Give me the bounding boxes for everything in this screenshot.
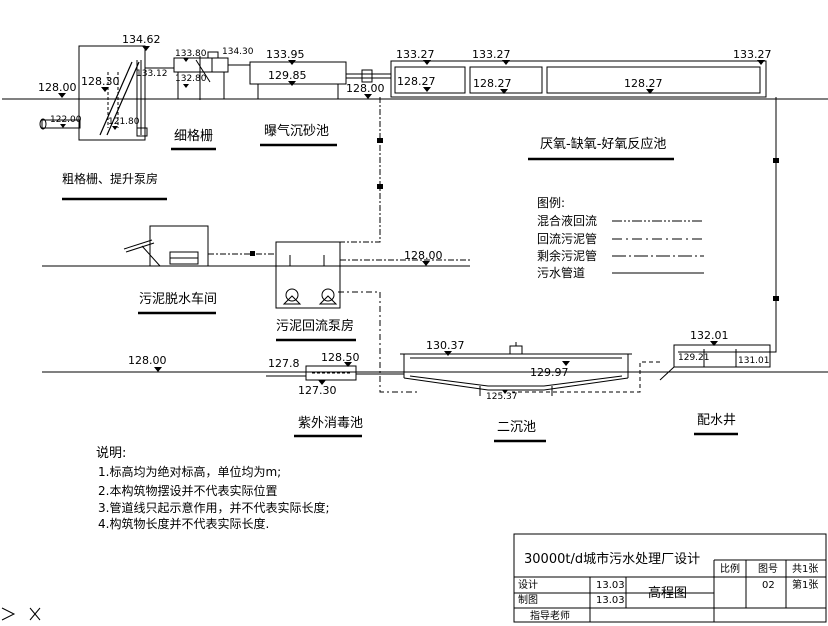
ucs-axis-icon [1, 607, 41, 621]
coarse-screen-pump-house [39, 45, 158, 141]
note-1: 1.标高均为绝对标高，单位均为m; [98, 464, 281, 479]
note-3: 3.管道线只起示意作用，并不代表实际长度; [98, 500, 330, 515]
fine-screen [158, 51, 250, 100]
title-advisor: 指导老师 [530, 609, 570, 622]
legend-item-mixed: 混合液回流 [537, 213, 597, 228]
elev-fine-out: 134.30 [222, 47, 254, 57]
pipelines [208, 97, 777, 393]
elev-grit-top: 133.95 [266, 48, 305, 61]
label-pump: 污泥回流泵房 [276, 318, 354, 334]
elev-fine-in: 133.80 [175, 49, 207, 59]
title-drawing-name: 高程图 [648, 585, 687, 601]
elev-aao-w3: 128.27 [624, 77, 663, 90]
legend-item-excess: 剩余污泥管 [537, 248, 597, 263]
elev-aao-top-c: 133.27 [733, 48, 772, 61]
elev-markers-clar [444, 351, 570, 394]
title-sheet-no: 图号 [758, 563, 778, 575]
legend-item-sewage: 污水管道 [537, 265, 585, 280]
label-aao: 厌氧-缺氧-好氧反应池 [540, 136, 666, 152]
title-number: 02 [762, 580, 775, 591]
sludge-return-pump-house [275, 241, 341, 309]
elev-coarse-pit: 121.80 [108, 117, 140, 127]
sludge-dewatering-room [123, 225, 209, 267]
title-design: 设计 [518, 578, 538, 591]
legend-title: 图例: [537, 196, 565, 210]
elev-fine-bottom: 132.80 [175, 74, 207, 84]
elev-markers-aao [423, 60, 765, 94]
label-clarifier: 二沉池 [497, 420, 536, 435]
label-fine: 细格栅 [174, 128, 213, 144]
pipe-joints [250, 138, 779, 301]
elev-markers-grit [288, 60, 372, 99]
elev-markers-coarse [58, 46, 150, 130]
elev-aao-top-a: 133.27 [396, 48, 435, 61]
elev-dist-top: 132.01 [690, 329, 729, 342]
elev-aao-w1: 128.27 [397, 75, 436, 88]
elev-uv-bottom: 127.30 [298, 384, 337, 397]
label-uv: 紫外消毒池 [298, 416, 363, 431]
elev-clar-top: 130.37 [426, 339, 465, 352]
notes-title: 说明: [96, 446, 126, 461]
title-block [513, 533, 827, 623]
legend-line-samples [612, 220, 704, 274]
title-date1: 13.03 [596, 580, 625, 591]
elev-coarse-out: 133.12 [136, 69, 168, 79]
secondary-clarifier [400, 342, 632, 396]
distribution-well [659, 344, 771, 381]
elev-clar-bottom: 125.37 [486, 392, 518, 402]
elev-coarse-ground: 128.00 [38, 81, 77, 94]
elev-uv-ground: 128.00 [128, 354, 167, 367]
elev-aao-top-b: 133.27 [472, 48, 511, 61]
a2o-reactor [390, 60, 767, 98]
elev-grit-ground: 128.00 [346, 82, 385, 95]
label-grit: 曝气沉砂池 [264, 123, 329, 139]
title-scale: 比例 [720, 562, 740, 575]
legend-item-return: 回流污泥管 [537, 231, 597, 246]
note-4: 4.构筑物长度并不代表实际长度. [98, 516, 269, 531]
uv-disinfection-tank [305, 365, 357, 381]
title-sheet: 第1张 [792, 578, 818, 591]
elev-coarse-inlet: 122.00 [50, 115, 82, 125]
label-dewater: 污泥脱水车间 [139, 291, 217, 307]
elev-pump-ground: 128.00 [404, 249, 443, 262]
elev-grit-water: 129.85 [268, 69, 307, 82]
elev-coarse-top: 134.62 [122, 33, 161, 46]
label-distribution: 配水井 [697, 413, 736, 428]
elev-markers-uv [318, 362, 352, 385]
elev-uv-in: 127.8 [268, 357, 300, 370]
elev-dist-right: 131.01 [738, 356, 770, 366]
label-coarse: 粗格栅、提升泵房 [62, 171, 158, 186]
elev-markers-fine [183, 58, 189, 88]
elev-dist-left: 129.21 [678, 353, 710, 363]
elev-aao-w2: 128.27 [473, 77, 512, 90]
title-draw: 制图 [518, 593, 538, 606]
note-2: 2.本构筑物摆设并不代表实际位置 [98, 483, 277, 498]
elev-coarse-water: 128.30 [81, 75, 120, 88]
title-date2: 13.03 [596, 595, 625, 606]
aerated-grit-chamber [249, 61, 391, 99]
ground-lines [2, 98, 828, 373]
elev-uv-top: 128.50 [321, 351, 360, 364]
elev-clar-water: 129.97 [530, 366, 569, 379]
title-project: 30000t/d城市污水处理厂设计 [524, 551, 700, 567]
title-total: 共1张 [792, 563, 818, 575]
